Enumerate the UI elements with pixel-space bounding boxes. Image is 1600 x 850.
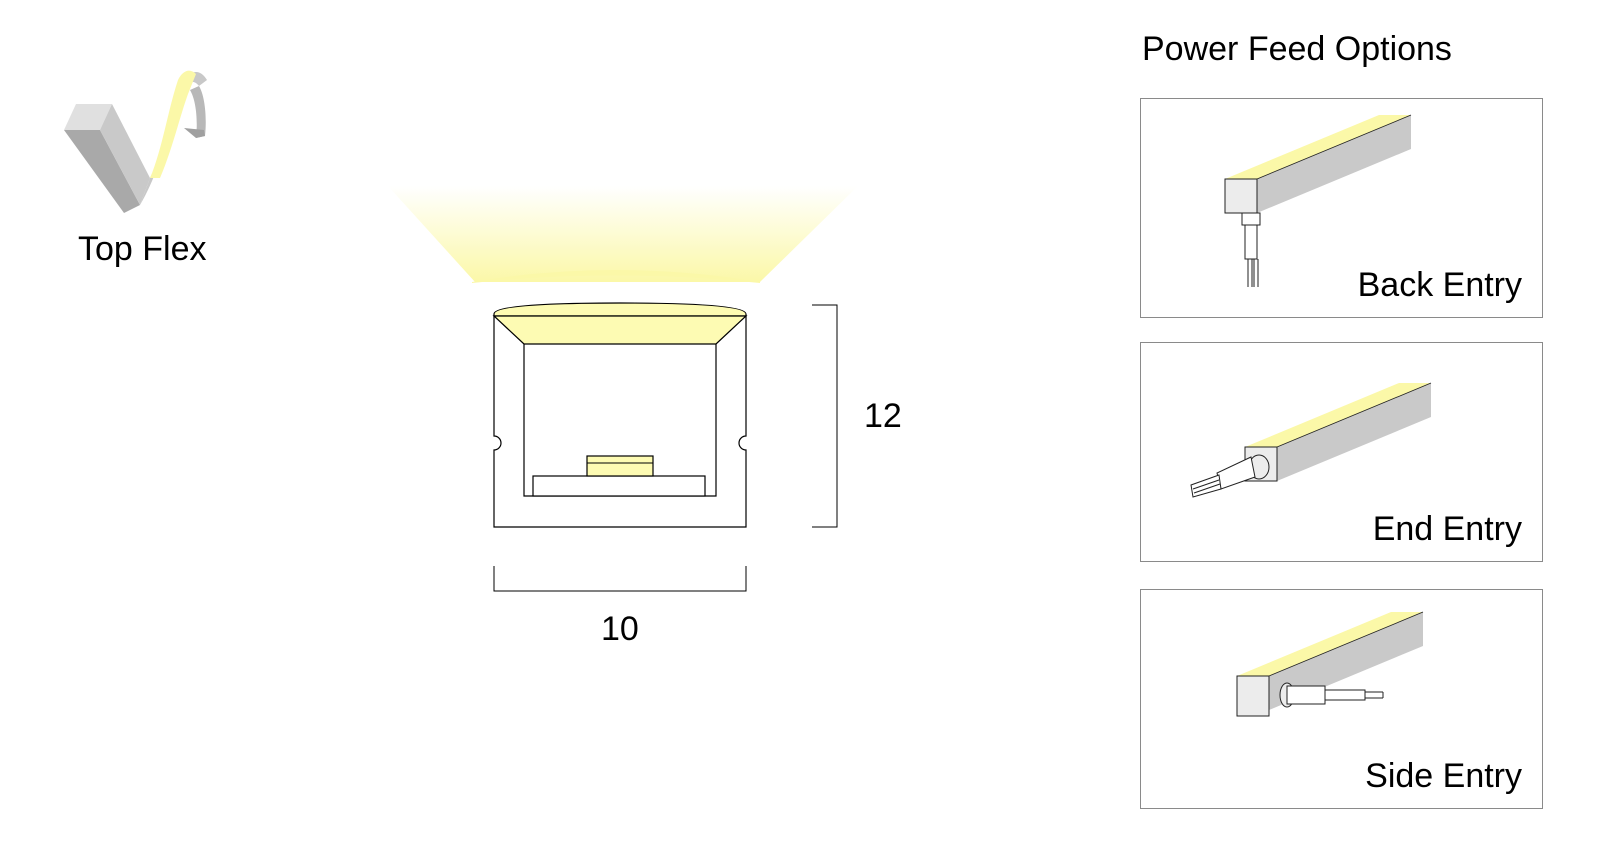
back-entry-label: Back Entry	[1357, 266, 1522, 304]
end-entry-option: End Entry	[1140, 342, 1543, 562]
top-flex-icon	[64, 70, 207, 213]
width-dimension-label: 10	[601, 610, 639, 648]
width-dimension-bracket	[493, 566, 747, 592]
light-beam	[388, 186, 858, 282]
side-entry-label: Side Entry	[1365, 757, 1522, 795]
profile-name-label: Top Flex	[78, 230, 207, 268]
end-entry-illustration	[1190, 382, 1432, 498]
back-entry-option: Back Entry	[1140, 98, 1543, 318]
back-entry-illustration	[1224, 114, 1412, 287]
cross-section-profile	[492, 302, 748, 528]
side-entry-option: Side Entry	[1140, 589, 1543, 809]
light-beam-base	[472, 270, 760, 283]
end-entry-label: End Entry	[1372, 510, 1522, 548]
height-dimension-bracket	[812, 304, 838, 528]
power-feed-options-title: Power Feed Options	[1142, 30, 1452, 68]
height-dimension-label: 12	[864, 397, 902, 435]
side-entry-illustration	[1236, 611, 1424, 717]
